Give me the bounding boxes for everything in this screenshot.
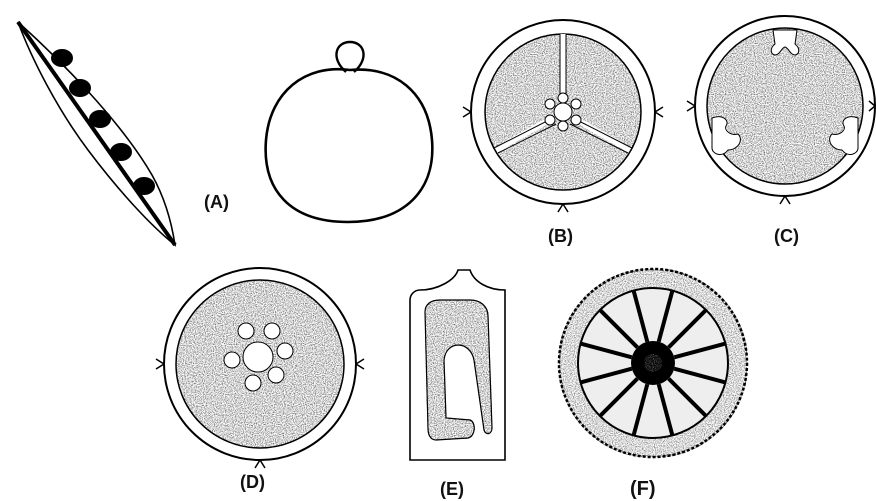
panel-c: (C) <box>687 16 875 246</box>
ovary-tissue <box>707 28 863 184</box>
panel-label-c: (C) <box>774 226 799 246</box>
panel-label-f: (F) <box>630 478 656 500</box>
panel-label-d: (D) <box>240 472 265 492</box>
seed <box>133 177 155 195</box>
seed <box>51 49 73 67</box>
legume-pod <box>18 22 175 245</box>
panel-e: (E) <box>410 270 505 499</box>
seed <box>89 110 111 128</box>
panel-label-b: (B) <box>548 226 573 246</box>
panel-label-e: (E) <box>440 479 464 499</box>
marginal-section <box>266 42 433 222</box>
panel-label-a: (A) <box>204 192 229 212</box>
panel-b: (B) <box>463 20 663 246</box>
panel-d: (D) <box>156 268 364 492</box>
panel-a: (A) <box>18 22 432 245</box>
seed <box>110 143 132 161</box>
panel-f: (F) <box>559 269 747 500</box>
seed <box>69 79 91 97</box>
pod-seeds <box>51 49 155 195</box>
